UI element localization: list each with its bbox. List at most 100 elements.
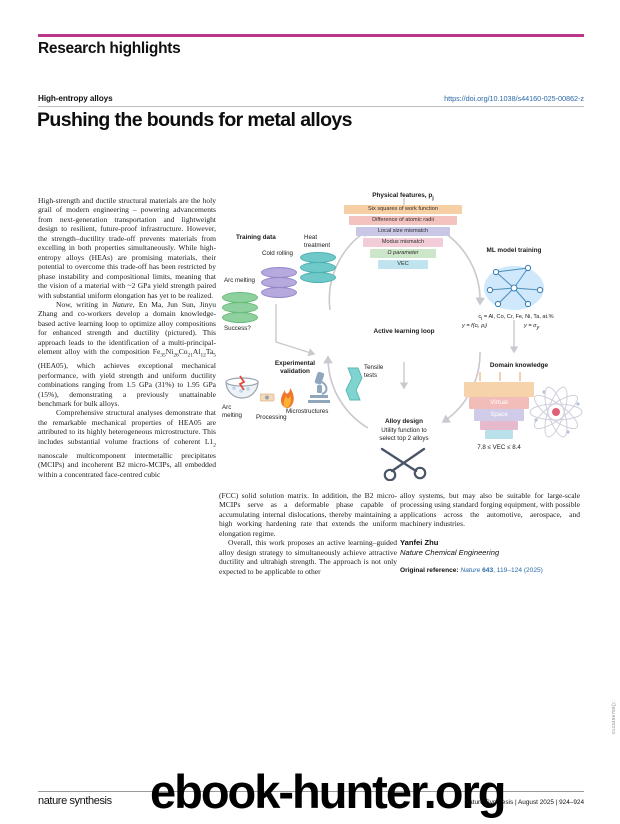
equation-text: = Al, Co, Cr, Fe, Ni, Ta, at.% [482,314,554,320]
alloy-design-subtitle-1: Utility function to [381,427,427,434]
feature-label: Local size mismatch [377,228,429,234]
text-run: (HEA05), which achieves exceptional mech… [38,361,216,409]
active-learning-loop-label: Active learning loop [373,328,435,335]
subscript: 26 [173,352,179,359]
domain-funnel-row-0 [464,382,534,397]
element: Ta [205,347,214,357]
ml-composition-equation: ci = Al, Co, Cr, Fe, Ni, Ta, at.% [460,314,572,322]
tensile-tests-label-2: tests [364,372,378,379]
feature-label: Ω parameter [387,250,419,256]
tensile-specimen-icon [345,367,363,401]
domain-funnel-row-1: Virtual [469,397,529,409]
vec-constraint-label: 7.8 ≤ VEC ≤ 8.4 [477,444,521,451]
section-title: Research highlights [38,40,181,57]
arc-melting-label-2: melting [222,412,242,419]
watermark: ebook-hunter.org [150,765,506,818]
feature-row-4[interactable]: Ω parameter [370,249,436,258]
feature-label: Six squares of work function [368,206,438,212]
feature-label: VEC [397,261,409,267]
cold-rolling-stack-label: Cold rolling [262,250,293,257]
body-column-3: alloy systems, but may also be suitable … [400,491,580,575]
text-run: Comprehensive structural analyses demons… [38,408,216,446]
subscript: 5 [213,352,216,359]
training-data-title: Training data [236,234,276,241]
arc-melting-label-1: Arc [222,404,232,411]
domain-label: Virtual [490,399,508,406]
domain-input-arrows [479,372,521,381]
physical-features-label: Physical features, p [372,192,433,199]
paragraph: Now, writing in Nature, En Ma, Jun Sun, … [38,300,216,408]
paragraph: Overall, this work proposes an active le… [219,538,397,576]
heat-treatment-stack-label: Heat treatment [304,234,331,249]
success-label: Success? [224,325,251,332]
scissors-icon [380,447,427,481]
physical-features-title: Physical features, pj [338,192,468,201]
doi-link[interactable]: https://doi.org/10.1038/s44160-025-00862… [444,94,584,103]
ml-target-equation: y = σy [524,323,539,331]
page-title: Pushing the bounds for metal alloys [37,109,352,131]
article-kicker: High-entropy alloys [38,94,113,103]
domain-label: Space [490,411,508,418]
subscript: i [481,316,483,323]
journal-name: Nature [112,299,133,309]
domain-knowledge-title: Domain knowledge [489,362,549,369]
ml-model-training-title: ML model training [486,247,542,254]
subscript: y [536,325,540,332]
microstructures-label: Microstructures [286,408,329,415]
alloy-design-title: Alloy design [385,418,423,425]
feature-row-5[interactable]: VEC [378,260,428,269]
sidebar-license-note: 0123456789();: [611,700,616,734]
processing-label: Processing [256,414,287,421]
journal-brand: nature synthesis [38,795,112,807]
atom-icon [529,386,583,438]
subscript: 12 [200,352,206,359]
paragraph: (FCC) solid solution matrix. In addition… [219,491,397,538]
feature-row-1[interactable]: Difference of atomic radii [349,216,457,225]
paragraph: High-strength and ductile structural mat… [38,196,216,300]
subscript: 21 [187,352,193,359]
element: Co [178,347,188,357]
footer-divider [38,791,584,792]
paragraph: alloy systems, but may also be suitable … [400,491,580,529]
reference-volume[interactable]: 643 [482,566,494,574]
reference-pages[interactable]: , 119–124 (2025) [493,566,543,574]
text-run: Now, writing in [56,299,113,309]
experimental-validation-title-2: validation [280,368,310,375]
domain-funnel-row-4 [485,430,513,439]
element: Ni [165,347,174,357]
paragraph: Comprehensive structural analyses demons… [38,408,216,479]
experimental-validation-title-1: Experimental [274,360,316,367]
header-divider [38,106,584,107]
text-run: nanoscale multicomponent intermetallic p… [38,450,216,479]
active-learning-loop-figure: Physical features, pj Six squares of wor… [218,192,586,488]
feature-label: Modus mismatch [381,239,425,245]
feature-row-0[interactable]: Six squares of work function [344,205,462,214]
reference-journal[interactable]: Nature [460,566,481,574]
author-affiliation: Nature Chemical Engineering [400,548,500,558]
neural-network-icon [484,264,544,310]
section-rule [38,34,584,37]
domain-funnel-row-3 [480,421,518,430]
subscript: 2 [213,442,216,449]
feature-row-3[interactable]: Modus mismatch [363,238,443,247]
body-column-2: (FCC) solid solution matrix. In addition… [219,491,397,576]
microscope-icon [308,371,330,403]
element: Al [192,347,201,357]
equation-text: y = σ [524,323,537,329]
alloy-design-subtitle-2: select top 2 alloys [379,435,429,442]
flame-icon [260,388,294,408]
variable: c [478,314,482,320]
subscript: j [432,195,434,202]
feature-row-2[interactable]: Local size mismatch [356,227,450,236]
footer-volume-line: Nature Synthesis | August 2025 | 924–924 [464,799,585,806]
domain-funnel-row-2: Space [474,409,524,421]
crucible-icon [225,375,259,399]
original-reference: Original reference: Nature 643, 119–124 … [400,566,580,575]
feature-label: Difference of atomic radii [372,217,434,223]
tensile-tests-label-1: Tensile [364,364,384,371]
body-column-1: High-strength and ductile structural mat… [38,196,216,479]
text-run: , En Ma, Jun Sun, Jinyu Zhang and co-wor… [38,299,216,357]
subscript: 35 [160,352,166,359]
ml-function-equation: y = f(cᵢ, pⱼ) [462,323,488,329]
